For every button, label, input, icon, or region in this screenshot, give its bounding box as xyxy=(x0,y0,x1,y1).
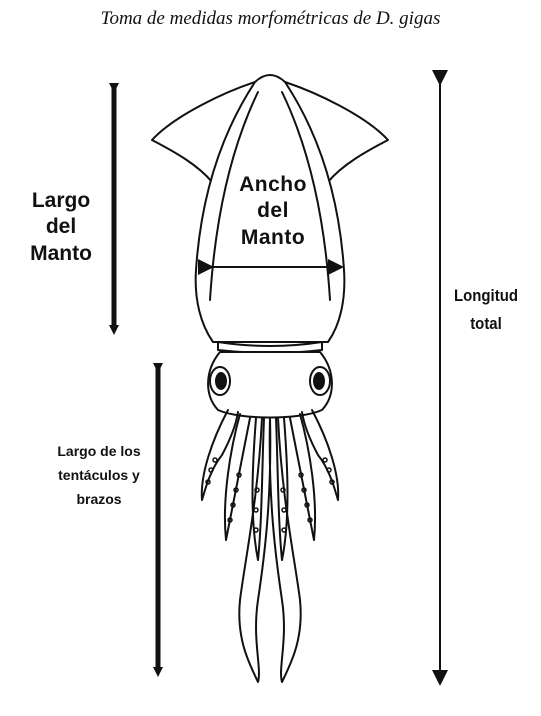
longitud-total-label: Longitud total xyxy=(451,282,521,338)
largo-tentaculos-label: Largo de los tentáculos y brazos xyxy=(38,440,160,511)
tentacle xyxy=(270,418,301,682)
tentacle xyxy=(239,418,270,682)
arm xyxy=(302,410,338,500)
arm xyxy=(202,410,238,500)
ancho-manto-label: Ancho del Manto xyxy=(214,172,332,251)
largo-manto-label: Largo del Manto xyxy=(6,188,116,267)
squid-illustration xyxy=(152,75,388,682)
